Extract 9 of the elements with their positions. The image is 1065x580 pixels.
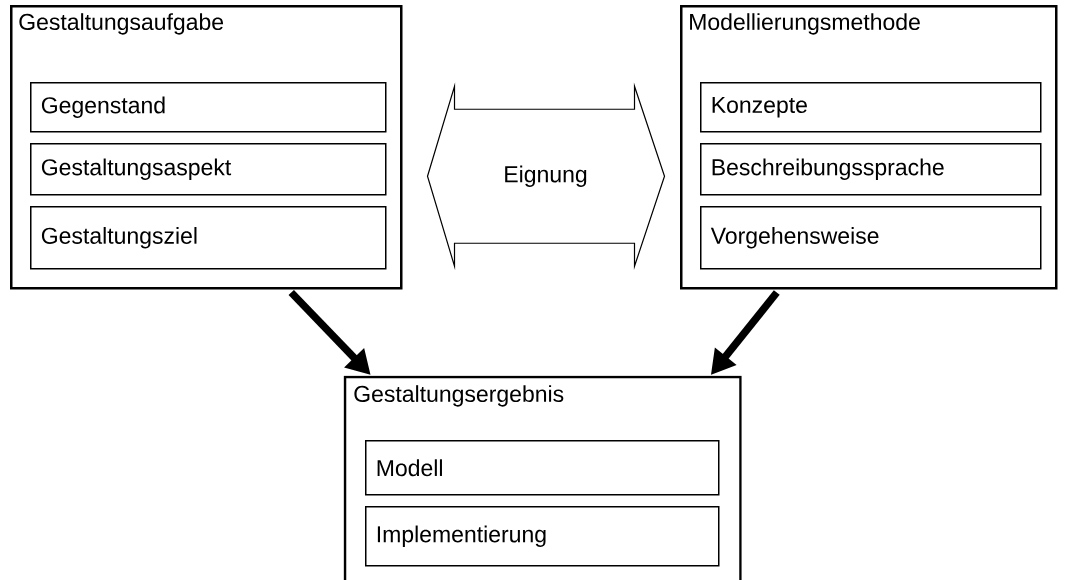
- item-box: Konzepte: [700, 82, 1042, 133]
- item-box: Modell: [365, 440, 720, 496]
- item-box: Gestaltungsziel: [30, 206, 387, 270]
- edge-label: Eignung: [505, 165, 587, 187]
- item-box: Gestaltungsaspekt: [30, 143, 387, 196]
- item-box: Implementierung: [365, 506, 720, 567]
- item-box: Vorgehensweise: [700, 206, 1042, 270]
- item-box: Gegenstand: [30, 82, 387, 133]
- item-box: Beschreibungssprache: [700, 143, 1042, 196]
